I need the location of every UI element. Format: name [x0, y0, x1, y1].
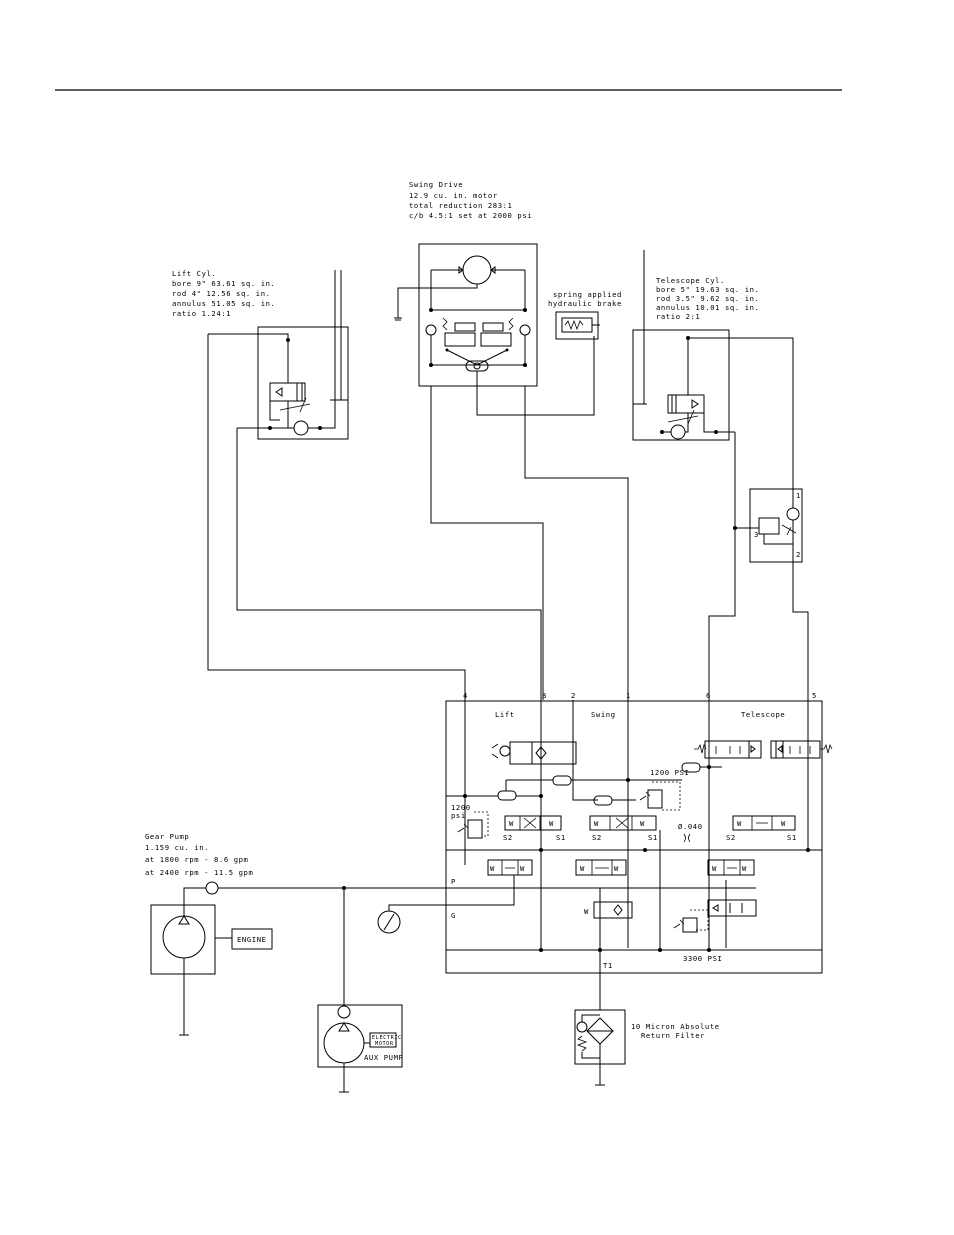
pressure-gauge: [377, 904, 446, 934]
lift-cyl-ratio: ratio 1.24:1: [172, 309, 231, 318]
spool-s2-telescope: S2: [726, 833, 736, 842]
svg-text:W: W: [712, 864, 717, 873]
telescope-cyl-rod: rod 3.5" 9.62 sq. in.: [656, 294, 759, 303]
pilot-check-valve: 1 2 3: [708, 488, 809, 700]
section-swing: Swing: [591, 710, 616, 719]
svg-text:W: W: [520, 864, 525, 873]
return-filter: 10 Micron Absolute Return Filter: [574, 975, 720, 1086]
spool-s1-telescope: S1: [787, 833, 797, 842]
relief-3300-label: 3300 PSI: [683, 954, 722, 963]
telescope-cyl-annulus: annulus 10.01 sq. in.: [656, 303, 759, 312]
telescope-cyl-title: Telescope Cyl.: [656, 276, 725, 285]
lift-cyl-rod: rod 4" 12.56 sq. in.: [172, 289, 271, 298]
lift-cyl-title: Lift Cyl.: [172, 269, 216, 278]
port-number-3: 3: [542, 691, 547, 700]
port-number-1: 1: [626, 691, 631, 700]
relief-1200-top: 1200 PSI: [650, 768, 689, 777]
port-number-5: 5: [812, 691, 817, 700]
gear-pump-disp: 1.159 cu. in.: [145, 843, 209, 852]
swing-drive-cb: c/b 4.5:1 set at 2000 psi: [409, 211, 532, 220]
lift-cyl-label: Lift Cyl. bore 9" 63.61 sq. in. rod 4" 1…: [172, 269, 275, 318]
line-p-label: P: [451, 877, 456, 886]
swing-drive-reduction: total reduction 283:1: [409, 201, 512, 210]
svg-text:W: W: [549, 819, 554, 828]
swing-drive-label: Swing Drive 12.9 cu. in. motor total red…: [409, 180, 532, 220]
orifice-label: Ø.040: [678, 822, 703, 831]
electric-motor-b: MOTOR: [375, 1041, 394, 1047]
svg-text:W: W: [490, 864, 495, 873]
hydraulic-brake: spring applied hydraulic brake: [548, 290, 622, 340]
electric-motor-a: ELECTRIC: [372, 1035, 402, 1041]
brake-line1: spring applied: [553, 290, 622, 299]
relief-1200-left-b: psi: [451, 811, 466, 820]
svg-text:W: W: [580, 864, 585, 873]
port-1-label: 1: [796, 491, 801, 500]
filter-line2: Return Filter: [641, 1031, 705, 1040]
swing-drive-title: Swing Drive: [409, 180, 463, 189]
gear-pump-label: Gear Pump 1.159 cu. in. at 1800 rpm - 8.…: [145, 832, 253, 877]
lift-cyl-annulus: annulus 51.05 sq. in.: [172, 299, 275, 308]
gear-pump-2400: at 2400 rpm - 11.5 gpm: [145, 868, 253, 877]
telescope-cylinder: [632, 250, 794, 528]
filter-line1: 10 Micron Absolute: [631, 1022, 720, 1031]
port-2-label: 2: [796, 550, 801, 559]
line-g-label: G: [451, 911, 456, 920]
engine-box: [231, 928, 273, 950]
telescope-cyl-label: Telescope Cyl. bore 5" 19.63 sq. in. rod…: [656, 276, 759, 321]
section-telescope: Telescope: [741, 710, 785, 719]
svg-text:W: W: [781, 819, 786, 828]
port-number-2: 2: [571, 691, 576, 700]
svg-text:W: W: [594, 819, 599, 828]
control-valve-block: 4 3 2 1 6 5 Lift Swing Telescope 1200 P: [445, 691, 833, 975]
svg-text:W: W: [737, 819, 742, 828]
aux-pump-label: AUX PUMP: [364, 1053, 403, 1062]
svg-text:W: W: [640, 819, 645, 828]
port-number-4: 4: [463, 691, 468, 700]
port-3-label: 3: [754, 530, 759, 539]
lift-cyl-bore: bore 9" 63.61 sq. in.: [172, 279, 275, 288]
spool-s2-swing: S2: [592, 833, 602, 842]
swing-drive-motor: 12.9 cu. in. motor: [409, 191, 498, 200]
svg-text:W: W: [584, 907, 589, 916]
swing-drive-block: [394, 243, 629, 700]
svg-text:W: W: [509, 819, 514, 828]
relief-1200-left-a: 1200: [451, 803, 471, 812]
line-t-label: T1: [603, 961, 613, 970]
spool-s1-swing: S1: [648, 833, 658, 842]
telescope-cyl-ratio: ratio 2:1: [656, 312, 700, 321]
aux-pump: ELECTRIC MOTOR AUX PUMP: [317, 888, 403, 1093]
lift-cylinder: [207, 270, 542, 700]
spool-s2-lift: S2: [503, 833, 513, 842]
svg-text:W: W: [614, 864, 619, 873]
gear-pump-1800: at 1800 rpm - 8.6 gpm: [145, 855, 248, 864]
spool-s1-lift: S1: [556, 833, 566, 842]
svg-text:W: W: [742, 864, 747, 873]
brake-line2: hydraulic brake: [548, 299, 622, 308]
swing-motor-symbol: [462, 255, 492, 285]
engine-label: ENGINE: [237, 935, 267, 944]
section-lift: Lift: [495, 710, 515, 719]
port-number-6: 6: [706, 691, 711, 700]
gear-pump-title: Gear Pump: [145, 832, 189, 841]
gear-pump: ENGINE: [150, 881, 446, 1036]
telescope-cyl-bore: bore 5" 19.63 sq. in.: [656, 285, 759, 294]
